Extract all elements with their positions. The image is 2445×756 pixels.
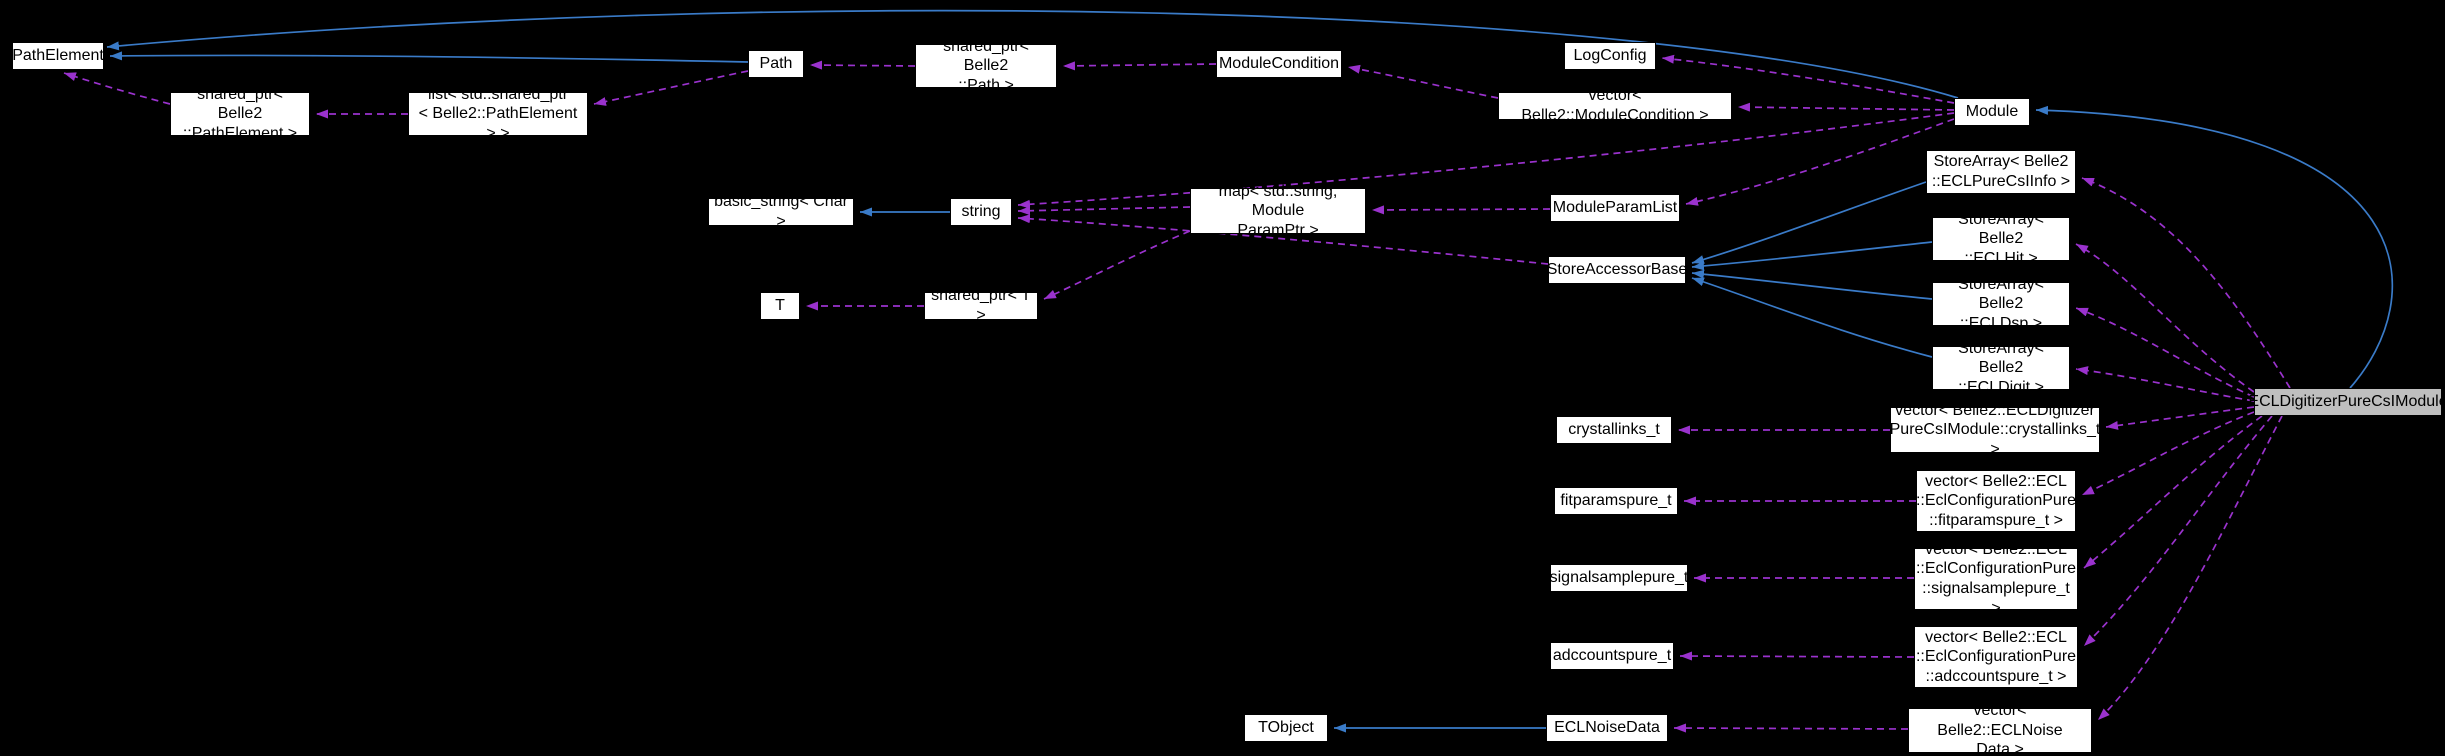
class-node-list-shared-ptr-path-element[interactable]: list< std::shared_ptr < Belle2::PathElem… <box>408 86 588 142</box>
class-node-vector-module-condition[interactable]: vector< Belle2::ModuleCondition > <box>1498 87 1732 124</box>
class-node-vector-signalsamplepure-t[interactable]: vector< Belle2::ECL ::EclConfigurationPu… <box>1914 540 2078 617</box>
class-node-map-string-module-param-ptr[interactable]: map< std::string, Module ParamPtr > <box>1190 183 1366 239</box>
class-node-store-array-ecl-digit[interactable]: StoreArray< Belle2 ::ECLDigit > <box>1932 340 2070 396</box>
class-node-crystallinks-t[interactable]: crystallinks_t <box>1556 416 1672 444</box>
edge-sharedptr-pathelement-to-pathelement <box>63 72 171 105</box>
class-node-ecl-digitizer-pure-csi-module-current: ECLDigitizerPureCsIModule <box>2248 388 2445 416</box>
edge-ecldigitizer-to-storearray-ecldsp <box>2075 307 2255 398</box>
class-node-vector-fitparamspure-t[interactable]: vector< Belle2::ECL ::EclConfigurationPu… <box>1916 470 2076 532</box>
class-node-path[interactable]: Path <box>748 50 804 78</box>
class-node-shared-ptr-path-element[interactable]: shared_ptr< Belle2 ::PathElement > <box>170 86 310 142</box>
edge-sharedptr-path-to-path <box>809 60 916 70</box>
edge-module-to-string <box>1017 112 1955 209</box>
edge-storearray-ecldigit-to-storeaccessorbase <box>1691 277 1933 358</box>
class-node-module-param-list[interactable]: ModuleParamList <box>1550 194 1680 222</box>
class-node-log-config[interactable]: LogConfig <box>1564 42 1656 70</box>
edge-ecldigitizer-to-vector-eclnoisedata <box>2097 415 2283 721</box>
edge-ecldigitizer-to-storearray-purecsiinfo <box>2081 177 2291 389</box>
edge-storearray-ecldsp-to-storeaccessorbase <box>1691 269 1933 300</box>
class-node-basic-string-char[interactable]: basic_string< Char > <box>708 193 854 230</box>
edge-module-to-vector-modulecondition <box>1737 102 1955 112</box>
class-node-module[interactable]: Module <box>1954 98 2030 126</box>
class-node-store-array-ecl-hit[interactable]: StoreArray< Belle2 ::ECLHit > <box>1932 211 2070 267</box>
class-node-path-element[interactable]: PathElement <box>12 42 104 70</box>
class-node-ecl-noise-data[interactable]: ECLNoiseData <box>1546 714 1668 742</box>
edge-map-to-sharedptr-t <box>1043 230 1191 300</box>
edge-module-to-logconfig <box>1661 54 1955 104</box>
edge-path-to-pathelement <box>109 51 749 63</box>
edge-ecldigitizer-to-vector-crystallinks <box>2105 406 2255 430</box>
class-node-store-accessor-base[interactable]: StoreAccessorBase <box>1547 256 1687 284</box>
class-node-store-array-ecl-pure-csi-info[interactable]: StoreArray< Belle2 ::ECLPureCsIInfo > <box>1926 150 2076 194</box>
class-node-tobject[interactable]: TObject <box>1244 714 1328 742</box>
edge-ecldigitizer-to-vector-signalsample <box>2083 415 2263 569</box>
class-node-t[interactable]: T <box>760 292 800 320</box>
class-node-string[interactable]: string <box>950 198 1012 226</box>
edge-path-to-list <box>593 70 749 106</box>
edge-module-to-moduleparamlist <box>1685 118 1955 206</box>
class-node-fitparamspure-t[interactable]: fitparamspure_t <box>1554 487 1678 515</box>
edge-ecldigitizer-to-storearray-ecldigit <box>2075 366 2255 402</box>
edge-storearray-eclhit-to-storeaccessorbase <box>1691 241 1933 271</box>
edge-ecldigitizer-to-storearray-eclhit <box>2075 243 2255 393</box>
edge-ecldigitizer-to-vector-fitparams <box>2081 411 2255 496</box>
edge-ecldigitizer-to-module <box>2035 105 2393 389</box>
inheritance-edges <box>106 9 2393 733</box>
edge-module-to-pathelement <box>106 9 1959 99</box>
class-node-adccountspure-t[interactable]: adccountspure_t <box>1550 642 1674 670</box>
class-node-signalsamplepure-t[interactable]: signalsamplepure_t <box>1550 564 1688 592</box>
edge-storeaccessorbase-to-string <box>1017 214 1549 265</box>
edge-vector-eclnoisedata-to-eclnoisedata <box>1673 723 1909 733</box>
class-node-shared-ptr-t[interactable]: shared_ptr< T > <box>924 287 1038 324</box>
edge-modulecondition-to-sharedptr-path <box>1062 61 1217 71</box>
edge-vector-adccounts-to-adccounts <box>1679 651 1915 661</box>
class-node-shared-ptr-path[interactable]: shared_ptr< Belle2 ::Path > <box>915 38 1057 94</box>
class-node-vector-crystallinks-t[interactable]: vector< Belle2::ECLDigitizer PureCsIModu… <box>1889 401 2101 458</box>
edge-ecldigitizer-to-vector-adccounts <box>2083 415 2273 647</box>
class-node-vector-adccountspure-t[interactable]: vector< Belle2::ECL ::EclConfigurationPu… <box>1914 626 2078 688</box>
class-node-vector-ecl-noise-data[interactable]: vector< Belle2::ECLNoise Data > <box>1908 702 2092 756</box>
usage-edges <box>63 54 2291 733</box>
edge-map-to-string <box>1017 206 1191 216</box>
class-node-store-array-ecl-dsp[interactable]: StoreArray< Belle2 ::ECLDsp > <box>1932 276 2070 332</box>
edge-moduleparamlist-to-map <box>1371 205 1551 215</box>
edge-vector-modulecondition-to-modulecondition <box>1347 64 1499 99</box>
edge-storearray-purecsiinfo-to-storeaccessorbase <box>1691 181 1927 264</box>
class-node-module-condition[interactable]: ModuleCondition <box>1216 50 1342 78</box>
